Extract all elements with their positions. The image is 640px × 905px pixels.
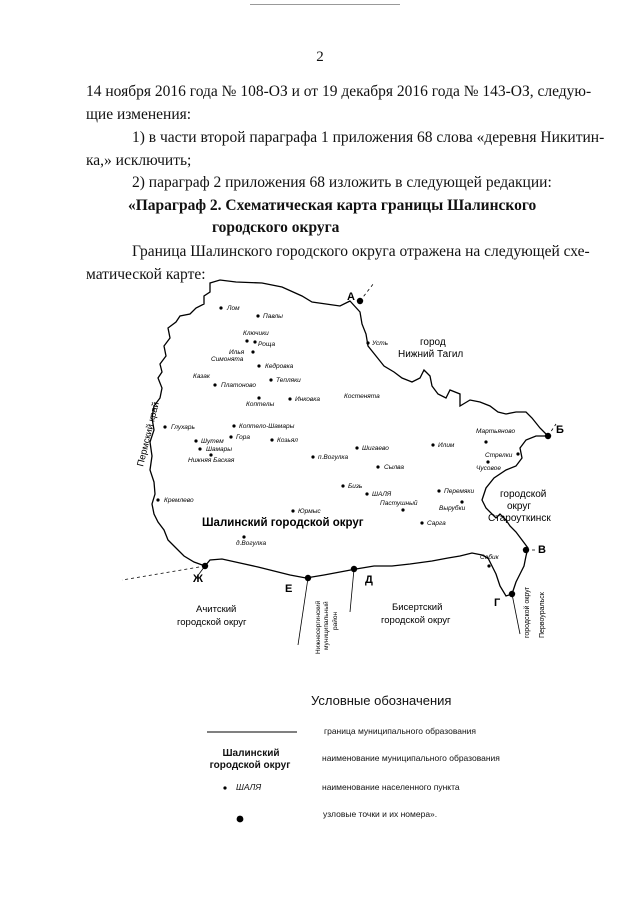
settlement-label: Инковка	[295, 396, 320, 403]
settlement-label: Тепляки	[276, 377, 301, 384]
settlement-label: Лом	[226, 305, 240, 312]
neighbor-nizhneserginsky: район	[331, 612, 339, 630]
neighbor-tagil: Нижний Тагил	[398, 349, 463, 360]
neighbor-pervouralsk: Первоуральск	[539, 591, 546, 638]
settlement-label: Стрелки	[485, 452, 513, 459]
legend-name-sample: Шалинский	[222, 748, 280, 759]
settlement-label: д.Вогулка	[236, 539, 266, 547]
settlement-label: Бизь	[348, 483, 363, 490]
node-zh	[201, 562, 209, 570]
node-label-d: Д	[365, 574, 373, 586]
settlement-label: Роща	[258, 341, 275, 348]
settlement-label: п.Вогулка	[318, 454, 348, 461]
settlement-label: Илья	[229, 349, 245, 356]
settlement-label: Мартьяново	[476, 428, 515, 435]
settlement-label: Сылва	[384, 464, 404, 471]
node-d	[350, 565, 358, 573]
legend-name-desc: наименование муниципального образования	[322, 753, 500, 763]
settlement-label: Гора	[236, 434, 250, 441]
legend-name-sample: городской округ	[209, 760, 291, 771]
section-heading: «Параграф 2. Схематическая карта границы…	[128, 197, 537, 214]
node-label-v: В	[538, 544, 546, 556]
settlement-label: Костенята	[344, 393, 380, 400]
neighbor-staroutkinsk: городской	[500, 489, 546, 500]
settlement-label: Шамары	[206, 446, 232, 453]
section-heading-cont: городского округа	[212, 219, 340, 236]
settlement-label: Шигаево	[362, 445, 389, 452]
node-label-e: Е	[285, 583, 292, 595]
settlement-label: Усть	[371, 340, 389, 347]
settlement-label: ШАЛЯ	[372, 491, 392, 498]
header-rule	[250, 4, 400, 5]
settlement-label: Казак	[193, 373, 211, 380]
node-g	[508, 590, 516, 598]
settlement-label: Кремлево	[164, 497, 194, 504]
legend-settlement-dot	[223, 786, 227, 790]
node-label-zh: Ж	[192, 573, 203, 585]
settlement-label: Симонята	[211, 356, 244, 363]
list-item-1: 1) в части второй параграфа 1 приложения…	[132, 129, 605, 146]
neighbor-perm: Пермский край	[135, 401, 162, 468]
settlement-label: Юрмыс	[298, 508, 321, 515]
settlement-label: Пастушный	[380, 499, 418, 507]
node-label-g: Г	[494, 597, 501, 609]
settlement-label: Шутем	[201, 438, 224, 445]
paragraph-line: матической карте:	[86, 266, 206, 283]
neighbor-staroutkinsk: округ	[507, 501, 531, 512]
neighbor-tagil: город	[420, 337, 446, 348]
settlement-label: Перемяки	[444, 488, 474, 495]
node-v	[522, 546, 530, 554]
node-e	[304, 574, 312, 582]
node-label-a: А	[347, 291, 355, 303]
settlement-label: Сарга	[427, 520, 446, 527]
settlement-label: Сабик	[480, 553, 500, 561]
node-a	[356, 297, 364, 305]
settlement-label: Илим	[438, 442, 455, 449]
settlement-label: Павлы	[263, 313, 283, 320]
neighbor-nizhneserginsky: Нижнесергинский	[314, 600, 322, 654]
paragraph-line: Граница Шалинского городского округа отр…	[132, 243, 590, 260]
settlement-label: Чусовое	[476, 465, 501, 472]
settlement-label: Кедровка	[265, 362, 294, 370]
settlement-label: Коптелы	[246, 401, 275, 408]
neighbor-nizhneserginsky: муниципальный	[322, 601, 330, 650]
neighbor-staroutkinsk: Староуткинск	[488, 513, 551, 524]
paragraph-line: 14 ноября 2016 года № 108-ОЗ и от 19 дек…	[86, 83, 592, 100]
neighbor-achit: Ачитский	[196, 604, 236, 615]
list-item-2: 2) параграф 2 приложения 68 изложить в с…	[132, 174, 552, 191]
legend-settlement-sample: ШАЛЯ	[236, 782, 262, 792]
settlement-label: Вырубки	[439, 504, 466, 512]
settlement-label: Глухарь	[171, 424, 195, 431]
neighbor-bisert: городской округ	[381, 615, 451, 626]
settlement-label: Нижняя Баская	[188, 457, 235, 464]
legend-node-dot	[236, 815, 244, 823]
legend-title: Условные обозначения	[311, 693, 452, 708]
district-boundary	[149, 279, 550, 597]
neighbor-pervouralsk: городской округ	[523, 586, 531, 638]
settlement-label: Козьял	[277, 437, 298, 444]
legend-line-desc: граница муниципального образования	[324, 726, 477, 736]
paragraph-line: щие изменения:	[86, 106, 192, 123]
legend-node-desc: узловые точки и их номера».	[323, 809, 438, 819]
node-label-b: Б	[556, 424, 564, 436]
district-name: Шалинский городской округ	[202, 517, 364, 529]
list-item-1-cont: ка,» исключить;	[86, 152, 192, 169]
settlement-label: Платоново	[221, 382, 256, 389]
settlement-label: Коптело-Шамары	[239, 423, 295, 430]
node-b	[544, 432, 552, 440]
legend-settlement-desc: наименование населенного пункта	[322, 782, 460, 792]
settlement-label: Ключики	[243, 330, 269, 337]
neighbor-bisert: Бисертский	[392, 602, 442, 613]
neighbor-achit: городской округ	[177, 617, 247, 628]
page-number: 2	[316, 49, 324, 65]
